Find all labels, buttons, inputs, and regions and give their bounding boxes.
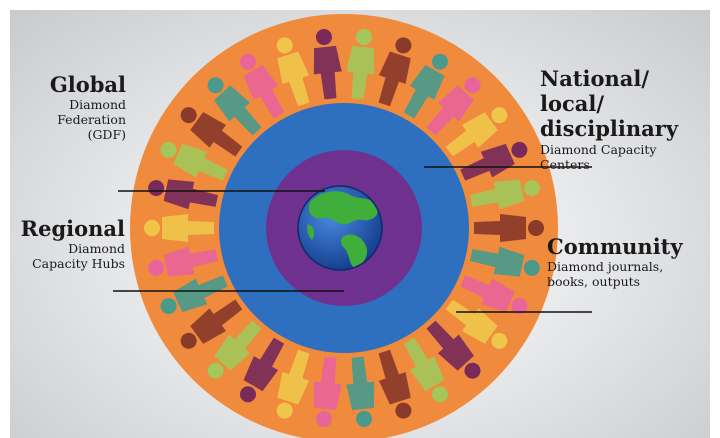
label-regional: Regional Diamond Capacity Hubs [14, 216, 125, 271]
person-icon [313, 356, 342, 427]
person-icon [144, 214, 214, 242]
national-line-2: Centers [540, 156, 590, 172]
person-icon [148, 246, 219, 277]
person-icon [240, 337, 285, 403]
person-icon [180, 107, 243, 157]
person-icon [403, 337, 448, 403]
person-icon [378, 349, 412, 419]
person-icon [276, 37, 310, 107]
person-icon [445, 299, 508, 349]
regional-line-2: Capacity Hubs [32, 256, 125, 272]
regional-heading: Regional [20, 216, 125, 241]
national-heading-1: National/ local/ [540, 66, 650, 117]
community-line-2: books, outputs [547, 274, 641, 290]
national-line-1: Diamond Capacity [540, 141, 657, 157]
national-heading-2: disciplinary [540, 116, 679, 142]
global-line-1: Diamond [69, 97, 126, 113]
person-icon [240, 53, 285, 119]
capacity-rings-diagram [113, 14, 592, 438]
regional-line-1: Diamond [68, 241, 125, 257]
person-icon [346, 29, 375, 100]
person-icon [148, 179, 219, 210]
community-heading: Community [547, 234, 683, 259]
person-icon [474, 214, 544, 242]
globe-icon [297, 185, 383, 271]
person-icon [180, 299, 243, 349]
label-national: National/ local/ disciplinary Diamond Ca… [540, 66, 710, 172]
person-icon [378, 37, 412, 107]
person-icon [160, 275, 228, 315]
person-icon [426, 77, 481, 136]
person-icon [160, 141, 228, 181]
person-icon [346, 356, 375, 427]
person-icon [276, 349, 310, 419]
person-icon [460, 275, 528, 315]
person-icon [313, 29, 342, 100]
people-ring [144, 29, 544, 427]
person-icon [445, 107, 508, 157]
label-community: Community Diamond journals, books, outpu… [547, 234, 707, 289]
person-icon [469, 179, 540, 210]
person-icon [469, 246, 540, 277]
person-icon [207, 77, 262, 136]
person-icon [403, 53, 448, 119]
global-line-2: Federation [57, 112, 126, 128]
global-line-3: (GDF) [87, 127, 126, 143]
person-icon [426, 320, 481, 379]
label-global: Global Diamond Federation (GDF) [30, 72, 126, 142]
global-heading: Global [49, 72, 126, 97]
diagram-canvas: Global Diamond Federation (GDF) Regional… [10, 10, 710, 438]
person-icon [460, 141, 528, 181]
community-line-1: Diamond journals, [547, 259, 664, 275]
person-icon [207, 320, 262, 379]
